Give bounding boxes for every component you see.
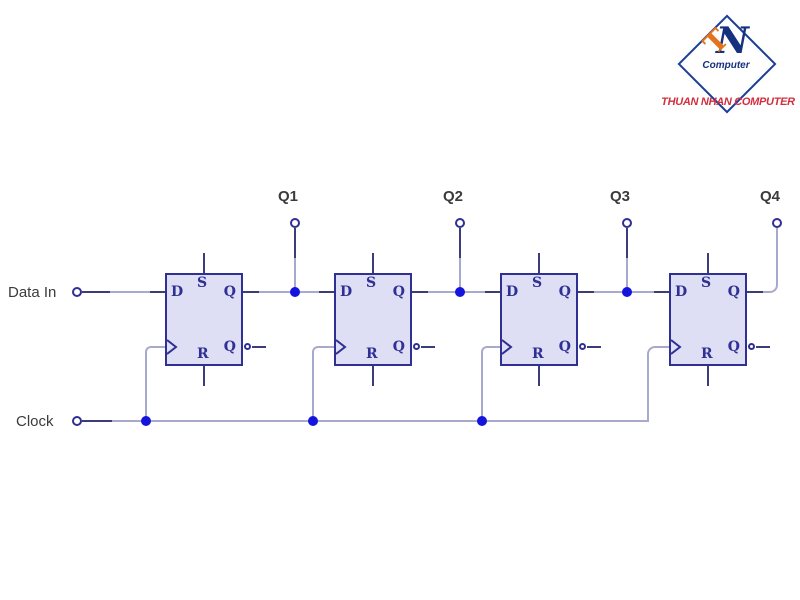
inverted-output-bubble-ff4: [748, 343, 755, 350]
clock-label: Clock: [16, 413, 54, 430]
data-in-terminal: [72, 287, 82, 297]
output-label: Q3: [609, 188, 630, 205]
wire-clock-riser-ff3: [481, 346, 500, 422]
d-flipflop-1: D S Q R Q: [165, 273, 243, 366]
wire-output-riser: [626, 258, 628, 292]
pin-label-reset: R: [701, 346, 713, 362]
clock-edge-triangle-icon: [501, 339, 513, 355]
output-tap-q1: Q1: [270, 188, 320, 298]
pin-label-set: S: [366, 275, 377, 291]
wire-d-pin-ff2: [319, 291, 334, 293]
junction-dot-clock-1: [141, 416, 151, 426]
pin-label-reset: R: [197, 346, 209, 362]
output-tap-q2: Q2: [435, 188, 485, 298]
wire-data-link-1: [259, 291, 319, 293]
wire-qbar-stub-ff4: [756, 346, 770, 348]
pin-label-q-inverted: Q: [223, 339, 236, 355]
wire-q-pin-ff3: [578, 291, 594, 293]
pin-label-reset: R: [532, 346, 544, 362]
clock-edge-triangle-icon: [166, 339, 178, 355]
pin-label-reset: R: [366, 346, 378, 362]
wire-set-stub-ff2: [372, 253, 374, 273]
wire-qbar-stub-ff3: [587, 346, 601, 348]
d-flipflop-4: D S Q R Q: [669, 273, 747, 366]
wire-data-in: [110, 291, 151, 293]
wire-output-riser-stub: [626, 228, 628, 258]
wire-q4-corner: [762, 228, 778, 293]
wire-d-pin-ff1: [150, 291, 165, 293]
inverted-output-bubble-ff3: [579, 343, 586, 350]
pin-label-d: D: [506, 284, 519, 300]
wire-clock-bus: [112, 420, 648, 422]
pin-label-q-inverted: Q: [558, 339, 571, 355]
pin-label-set: S: [701, 275, 712, 291]
pin-label-d: D: [675, 284, 688, 300]
junction-dot-clock-3: [477, 416, 487, 426]
wire-output-riser-stub: [459, 228, 461, 258]
clock-edge-triangle-icon: [335, 339, 347, 355]
pin-label-set: S: [197, 275, 208, 291]
wire-clock-corner-ff4: [647, 346, 669, 422]
wire-output-riser: [459, 258, 461, 292]
d-flipflop-3: D S Q R Q: [500, 273, 578, 366]
wire-q-pin-ff1: [243, 291, 259, 293]
pin-label-q: Q: [223, 284, 236, 300]
output-tap-q3: Q3: [602, 188, 652, 298]
pin-label-q: Q: [558, 284, 571, 300]
junction-dot: [622, 287, 632, 297]
d-flipflop-2: D S Q R Q: [334, 273, 412, 366]
output-tap-q4: Q4: [752, 188, 800, 298]
wire-d-pin-ff3: [485, 291, 500, 293]
data-in-label: Data In: [8, 284, 57, 301]
wire-reset-stub-ff3: [538, 366, 540, 386]
wire-clock-stub: [82, 420, 112, 422]
output-terminal: [290, 218, 300, 228]
wire-output-riser-stub: [294, 228, 296, 258]
output-terminal: [455, 218, 465, 228]
pin-label-q-inverted: Q: [727, 339, 740, 355]
wire-set-stub-ff1: [203, 253, 205, 273]
wire-d-pin-ff4: [654, 291, 669, 293]
wire-output-riser: [294, 258, 296, 292]
wire-reset-stub-ff1: [203, 366, 205, 386]
output-label: Q1: [277, 188, 298, 205]
wire-reset-stub-ff2: [372, 366, 374, 386]
pin-label-q: Q: [727, 284, 740, 300]
logo-caption: THUAN NHAN COMPUTER: [661, 96, 795, 108]
pin-label-d: D: [340, 284, 353, 300]
junction-dot-clock-2: [308, 416, 318, 426]
output-terminal: [772, 218, 782, 228]
wire-reset-stub-ff4: [707, 366, 709, 386]
output-terminal: [622, 218, 632, 228]
junction-dot: [455, 287, 465, 297]
wire-q-pin-ff2: [412, 291, 428, 293]
wire-data-in-stub: [82, 291, 110, 293]
output-label: Q2: [442, 188, 463, 205]
inverted-output-bubble-ff1: [244, 343, 251, 350]
wire-set-stub-ff4: [707, 253, 709, 273]
inverted-output-bubble-ff2: [413, 343, 420, 350]
wire-clock-riser-ff2: [312, 346, 334, 422]
wire-qbar-stub-ff1: [252, 346, 266, 348]
wire-clock-riser-ff1: [145, 346, 165, 422]
output-label: Q4: [759, 188, 780, 205]
logo-thuan-nhan-computer: N T Computer THUAN NHAN COMPUTER: [648, 10, 800, 120]
junction-dot: [290, 287, 300, 297]
pin-label-q: Q: [392, 284, 405, 300]
wire-set-stub-ff3: [538, 253, 540, 273]
pin-label-d: D: [171, 284, 184, 300]
wire-q-pin-ff4: [747, 291, 763, 293]
logo-name: Computer: [702, 60, 750, 71]
pin-label-q-inverted: Q: [392, 339, 405, 355]
logo-monogram-n: N: [716, 20, 749, 62]
clock-terminal: [72, 416, 82, 426]
pin-label-set: S: [532, 275, 543, 291]
clock-edge-triangle-icon: [670, 339, 682, 355]
wire-qbar-stub-ff2: [421, 346, 435, 348]
